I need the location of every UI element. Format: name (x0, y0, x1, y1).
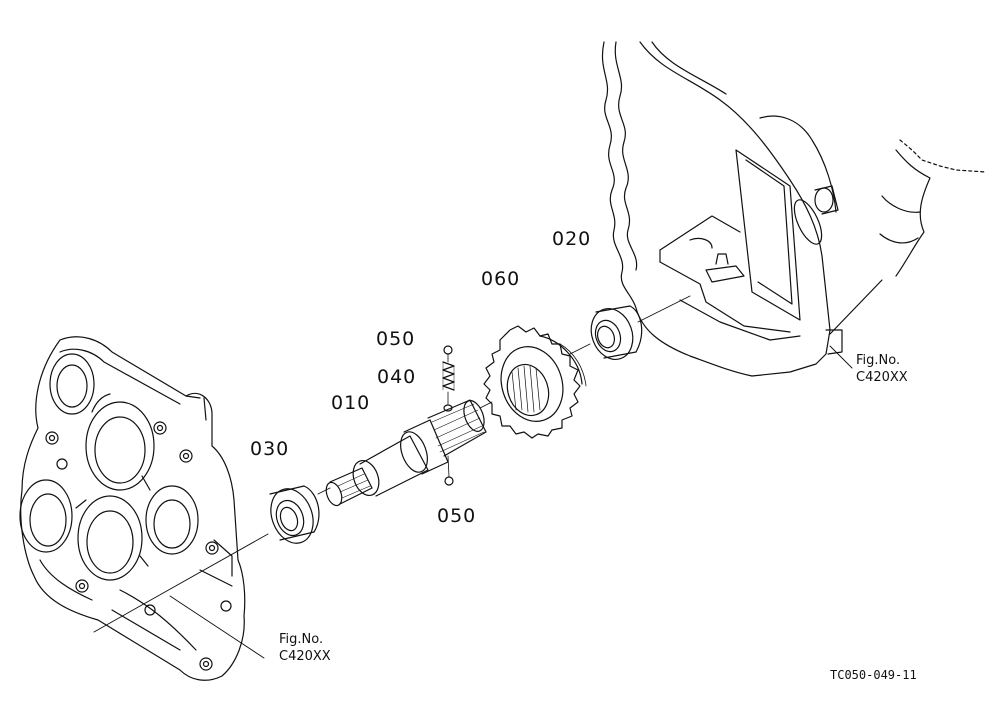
callout-020: 020 (552, 228, 592, 250)
figref-right: Fig.No. C420XX (856, 352, 908, 386)
callout-050-top: 050 (376, 328, 416, 350)
spring-040 (443, 362, 454, 390)
figref-right-leader (830, 346, 852, 368)
figref-right-prefix: Fig.No. (856, 353, 901, 368)
case-cover-housing (20, 337, 264, 680)
callout-030: 030 (250, 438, 290, 460)
detent-ball-050-bottom (445, 477, 453, 485)
figref-left-prefix: Fig.No. (279, 632, 324, 647)
bearing-030 (264, 483, 321, 549)
detent-ball-050-top (444, 346, 452, 354)
callout-060: 060 (481, 268, 521, 290)
assembly-centerline (94, 296, 690, 632)
figref-left-code: C420XX (279, 649, 331, 664)
bearing-020 (584, 303, 641, 366)
figref-right-code: C420XX (856, 370, 908, 385)
callout-040: 040 (377, 366, 417, 388)
shaft-010 (323, 354, 488, 508)
transmission-case-housing (602, 42, 986, 376)
gear-060 (484, 326, 586, 438)
callout-050-bottom: 050 (437, 505, 477, 527)
callout-010: 010 (331, 392, 371, 414)
figref-left: Fig.No. C420XX (279, 631, 331, 665)
document-id: TC050-049-11 (830, 668, 917, 682)
